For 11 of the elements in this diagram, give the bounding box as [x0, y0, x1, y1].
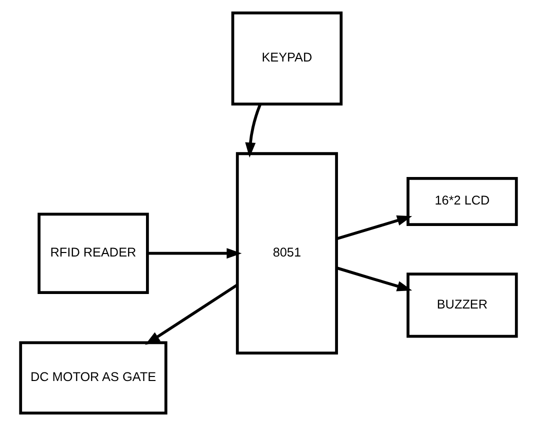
arrow [148, 248, 242, 259]
node-box: DC MOTOR AS GATE [19, 341, 168, 414]
arrow [145, 284, 238, 345]
arrow [336, 266, 412, 292]
node-box: KEYPAD [231, 12, 343, 106]
arrow [336, 215, 412, 240]
node-box: RFID READER [38, 212, 149, 294]
node-box: BUZZER [406, 272, 518, 338]
node-box: 8051 [236, 152, 338, 355]
arrow [245, 104, 262, 158]
node-box: 16*2 LCD [406, 176, 518, 226]
